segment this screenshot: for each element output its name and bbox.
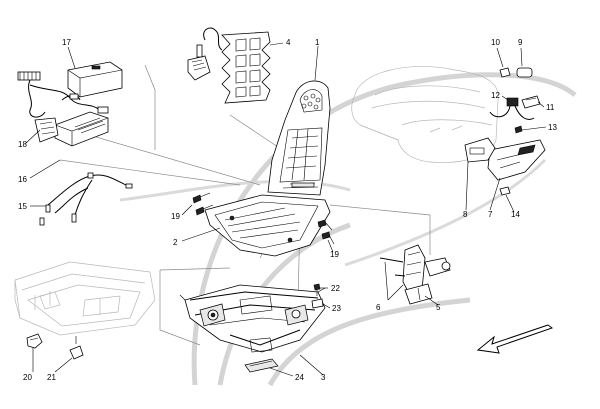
callout-15: 15 — [18, 202, 27, 211]
callout-21: 21 — [47, 373, 56, 382]
part-10-cap — [499, 67, 511, 78]
part-12-connector — [506, 97, 519, 107]
callout-19b: 19 — [330, 250, 339, 259]
callout-12: 12 — [491, 91, 500, 100]
part-20-bracket — [26, 333, 43, 349]
part-3-slide-frame — [179, 284, 326, 353]
part-12-wire — [489, 105, 535, 120]
callout-16: 16 — [18, 175, 27, 184]
watermark-swoosh — [119, 72, 577, 387]
part-7-side-trim — [487, 139, 546, 181]
callout-19a: 19 — [171, 212, 180, 221]
part-24-release-lever — [244, 358, 279, 373]
callout-numbers: 1 2 3 4 5 6 7 8 9 10 11 12 13 14 15 16 1… — [18, 38, 557, 382]
part-18-wiring-harness — [17, 71, 109, 147]
callout-4: 4 — [286, 38, 291, 47]
callout-24: 24 — [295, 373, 304, 382]
callout-20: 20 — [23, 373, 32, 382]
part-19-screws-left — [192, 192, 214, 216]
callout-2: 2 — [173, 238, 178, 247]
callout-13: 13 — [548, 123, 557, 132]
part-22-screw — [313, 283, 321, 296]
callout-8: 8 — [463, 210, 468, 219]
callout-7: 7 — [488, 210, 493, 219]
part-21-bracket — [69, 336, 84, 360]
callout-22: 22 — [331, 284, 340, 293]
leader-lines — [54, 64, 431, 346]
part-15-wire — [39, 172, 133, 226]
part-17-control-unit — [67, 61, 123, 98]
part-5-adjust-motor — [379, 244, 451, 305]
part-1-backrest-frame — [267, 80, 331, 196]
callout-14: 14 — [511, 210, 520, 219]
callout-23: 23 — [332, 304, 341, 313]
ghost-base-frame — [14, 261, 156, 336]
callout-10: 10 — [491, 38, 500, 47]
callout-17: 17 — [62, 38, 71, 47]
callout-18: 18 — [18, 140, 27, 149]
part-23-clip — [311, 298, 324, 309]
callout-9: 9 — [518, 38, 523, 47]
part-19-screws-right — [317, 219, 335, 245]
part-13-screw — [514, 125, 523, 134]
part-14-nut — [499, 186, 511, 196]
callout-5: 5 — [436, 303, 441, 312]
part-11-switch — [521, 95, 541, 109]
arrow-down-left-icon — [476, 324, 554, 354]
part-9-knob — [516, 67, 533, 78]
part-8-switch-module — [464, 137, 496, 163]
part-4-heating-element — [187, 27, 271, 104]
callout-leaders — [25, 42, 547, 377]
callout-1: 1 — [315, 38, 320, 47]
callout-3: 3 — [321, 373, 326, 382]
callout-11: 11 — [546, 103, 555, 112]
part-2-cushion-frame — [204, 194, 331, 257]
callout-6: 6 — [376, 303, 381, 312]
